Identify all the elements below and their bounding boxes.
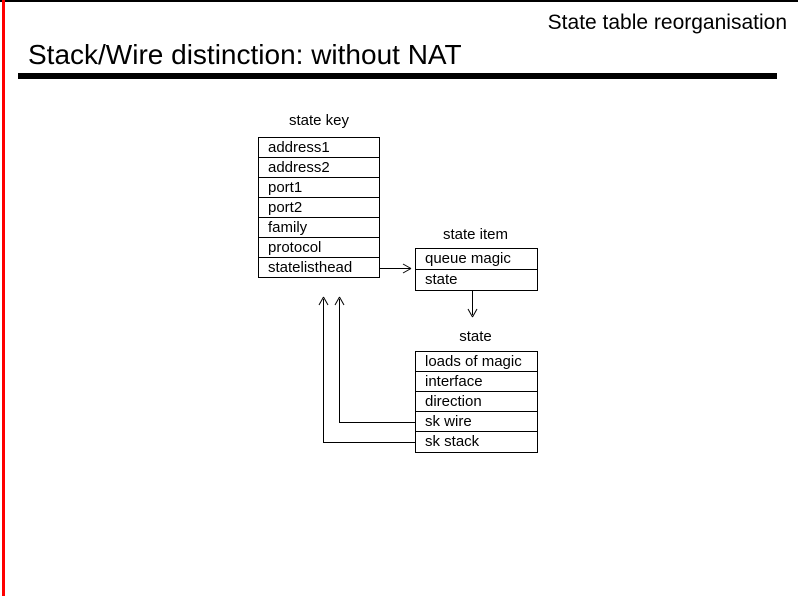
- slide-header: State table reorganisation: [547, 11, 787, 34]
- table-row: sk stack: [425, 433, 480, 450]
- top-border-line: [0, 0, 798, 2]
- state-key-table: address1 address2 port1 port2 family pro…: [258, 137, 380, 278]
- state-key-label: state key: [288, 112, 350, 129]
- state-item-table: queue magic state: [415, 248, 538, 291]
- arrow-sk-wire-to-state-key: [334, 296, 415, 423]
- arrow-sk-stack-to-state-key: [318, 296, 415, 443]
- page-title: Stack/Wire distinction: without NAT: [28, 39, 462, 70]
- arrow-statelisthead-to-state-item: [380, 263, 412, 274]
- state-item-label: state item: [442, 226, 509, 243]
- table-row: loads of magic: [416, 352, 537, 372]
- table-row: queue magic: [416, 249, 537, 270]
- table-row: address2: [259, 158, 379, 178]
- table-row: family: [259, 218, 379, 238]
- table-row: statelisthead: [268, 259, 353, 276]
- title-underline: [18, 73, 777, 79]
- table-row: sk wire: [416, 412, 537, 432]
- table-row: port1: [259, 178, 379, 198]
- table-row: address1: [259, 138, 379, 158]
- table-row: port2: [259, 198, 379, 218]
- left-accent-line: [2, 0, 5, 596]
- table-row: state: [425, 271, 458, 288]
- table-row: interface: [416, 372, 537, 392]
- state-table: loads of magic interface direction sk wi…: [415, 351, 538, 453]
- arrow-state-item-to-state: [467, 291, 478, 318]
- table-row: protocol: [259, 238, 379, 258]
- state-label: state: [459, 328, 492, 345]
- table-row: direction: [416, 392, 537, 412]
